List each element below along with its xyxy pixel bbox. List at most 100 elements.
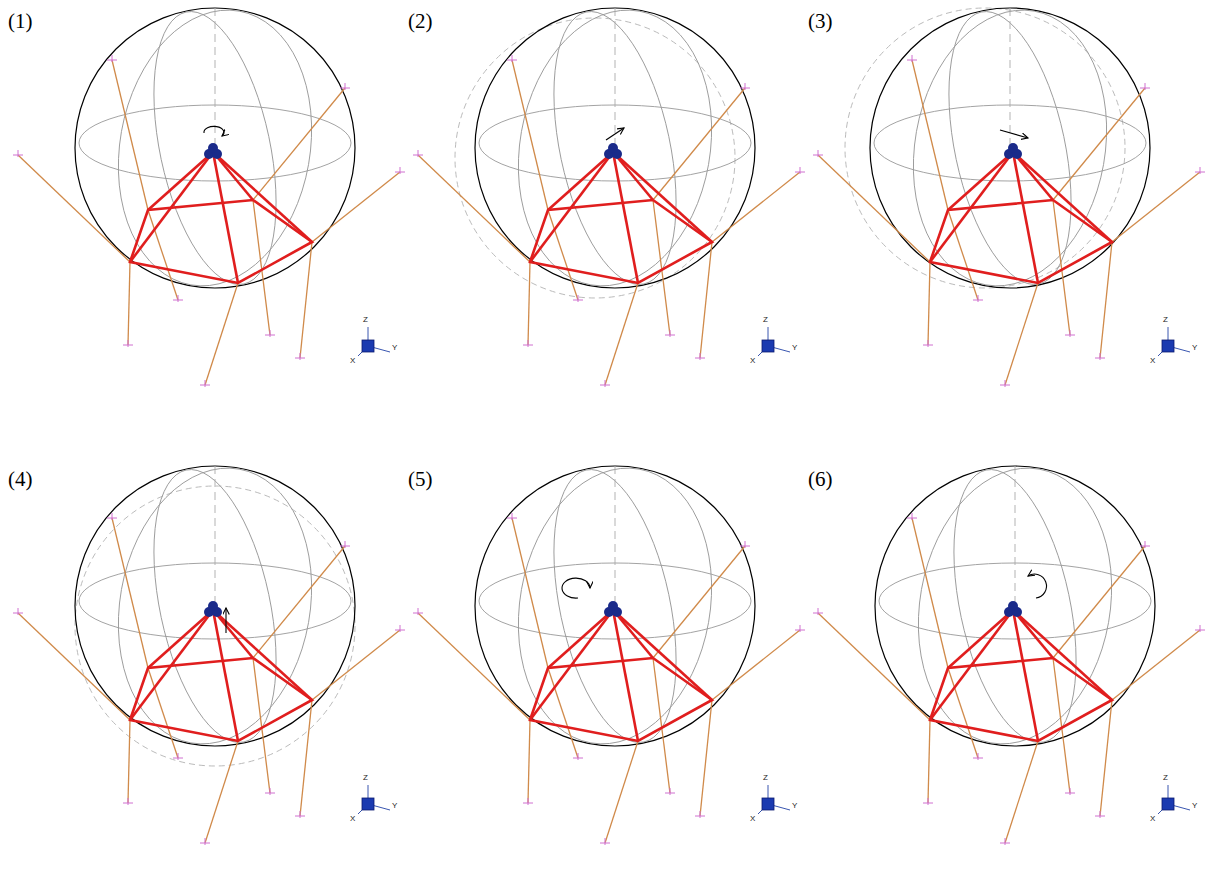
axis-cube: [362, 798, 374, 810]
cable-leg: [300, 700, 312, 816]
cable-leg: [700, 242, 712, 358]
anchor-mark: [413, 608, 423, 615]
cable-leg: [312, 630, 400, 700]
pyramid-edge: [1013, 610, 1038, 741]
pyramid-base: [930, 200, 1112, 283]
cable-leg: [948, 668, 978, 758]
cable-leg: [253, 546, 345, 658]
anchor-mark: [395, 167, 405, 174]
meridian-line: [497, 453, 732, 760]
panel-group: [413, 0, 805, 387]
end-effector: [208, 143, 218, 153]
cable-leg: [512, 60, 548, 210]
cable-leg: [1112, 630, 1200, 700]
anchor-mark: [1065, 788, 1075, 795]
anchor-mark: [123, 798, 133, 805]
previous-sphere: [75, 486, 355, 766]
cable-leg: [418, 155, 530, 262]
anchor-mark: [573, 753, 583, 760]
anchor-mark: [695, 811, 705, 818]
meridian-line: [897, 453, 1132, 760]
cable-leg: [948, 210, 978, 300]
workspace-sphere: [75, 466, 355, 746]
cable-leg: [128, 720, 130, 803]
meridian-line: [97, 0, 332, 301]
meridian-line: [932, 459, 1097, 754]
panel-group: [413, 453, 805, 845]
cable-leg: [818, 613, 930, 720]
anchor-mark: [523, 340, 533, 347]
meridian-line: [927, 1, 1092, 296]
anchor-mark: [13, 608, 23, 615]
cable-leg: [653, 546, 745, 658]
anchor-mark: [1195, 625, 1205, 632]
anchor-mark: [600, 838, 610, 845]
anchor-mark: [173, 295, 183, 302]
axis-label: X: [750, 357, 755, 365]
pyramid-edge: [130, 610, 213, 720]
cable-leg: [148, 210, 178, 300]
pyramid-edge: [930, 610, 1013, 720]
pyramid-edge: [548, 610, 613, 668]
axis-label: X: [350, 357, 355, 365]
anchor-mark: [413, 150, 423, 157]
anchor-mark: [973, 295, 983, 302]
pyramid-edge: [930, 152, 1013, 262]
cable-leg: [712, 172, 800, 242]
cable-leg: [205, 741, 238, 843]
motion-arrow: [1000, 130, 1028, 138]
panel-number: (4): [8, 469, 33, 490]
anchor-mark: [265, 330, 275, 337]
end-effector: [608, 601, 618, 611]
cable-leg: [1100, 242, 1112, 358]
motion-arrow: [204, 126, 224, 136]
axis-label: Z: [363, 774, 368, 782]
pyramid-edge: [148, 610, 213, 668]
cable-leg: [928, 262, 930, 345]
pyramid-edge: [530, 610, 613, 720]
workspace-sphere: [875, 466, 1155, 746]
axis-label: Y: [1192, 802, 1197, 810]
pyramid-edge: [548, 152, 613, 210]
cable-leg: [528, 262, 530, 345]
axis-label: Z: [1163, 316, 1168, 324]
cable-leg: [818, 155, 930, 262]
cable-leg: [1100, 700, 1112, 816]
anchor-mark: [123, 340, 133, 347]
cable-leg: [253, 88, 345, 200]
anchor-mark: [795, 167, 805, 174]
panel-group: [813, 453, 1205, 845]
anchor-mark: [295, 811, 305, 818]
cable-leg: [18, 155, 130, 262]
anchor-mark: [200, 838, 210, 845]
anchor-mark: [923, 798, 933, 805]
axis-label: Y: [392, 802, 397, 810]
axis-cube: [762, 798, 774, 810]
pyramid-edge: [1013, 152, 1038, 283]
cable-leg: [312, 172, 400, 242]
anchor-mark: [907, 55, 917, 62]
vertical-axis: [215, 466, 216, 616]
vertical-axis: [1015, 466, 1016, 616]
workspace-sphere: [475, 466, 755, 746]
cable-leg: [112, 60, 148, 210]
anchor-mark: [107, 513, 117, 520]
axis-cube: [362, 340, 374, 352]
anchor-mark: [1140, 541, 1150, 548]
pyramid-base: [530, 658, 712, 741]
motion-arrow: [225, 608, 226, 633]
pyramid-edge: [530, 152, 613, 262]
anchor-mark: [907, 513, 917, 520]
end-effector: [1008, 601, 1018, 611]
anchor-mark: [1095, 811, 1105, 818]
anchor-mark: [695, 353, 705, 360]
anchor-mark: [665, 330, 675, 337]
axis-cube: [1162, 798, 1174, 810]
cable-leg: [700, 700, 712, 816]
meridian-line: [532, 459, 697, 754]
previous-sphere: [455, 18, 735, 298]
cable-leg: [128, 262, 130, 345]
cable-leg: [112, 518, 148, 668]
cable-leg: [1053, 88, 1145, 200]
